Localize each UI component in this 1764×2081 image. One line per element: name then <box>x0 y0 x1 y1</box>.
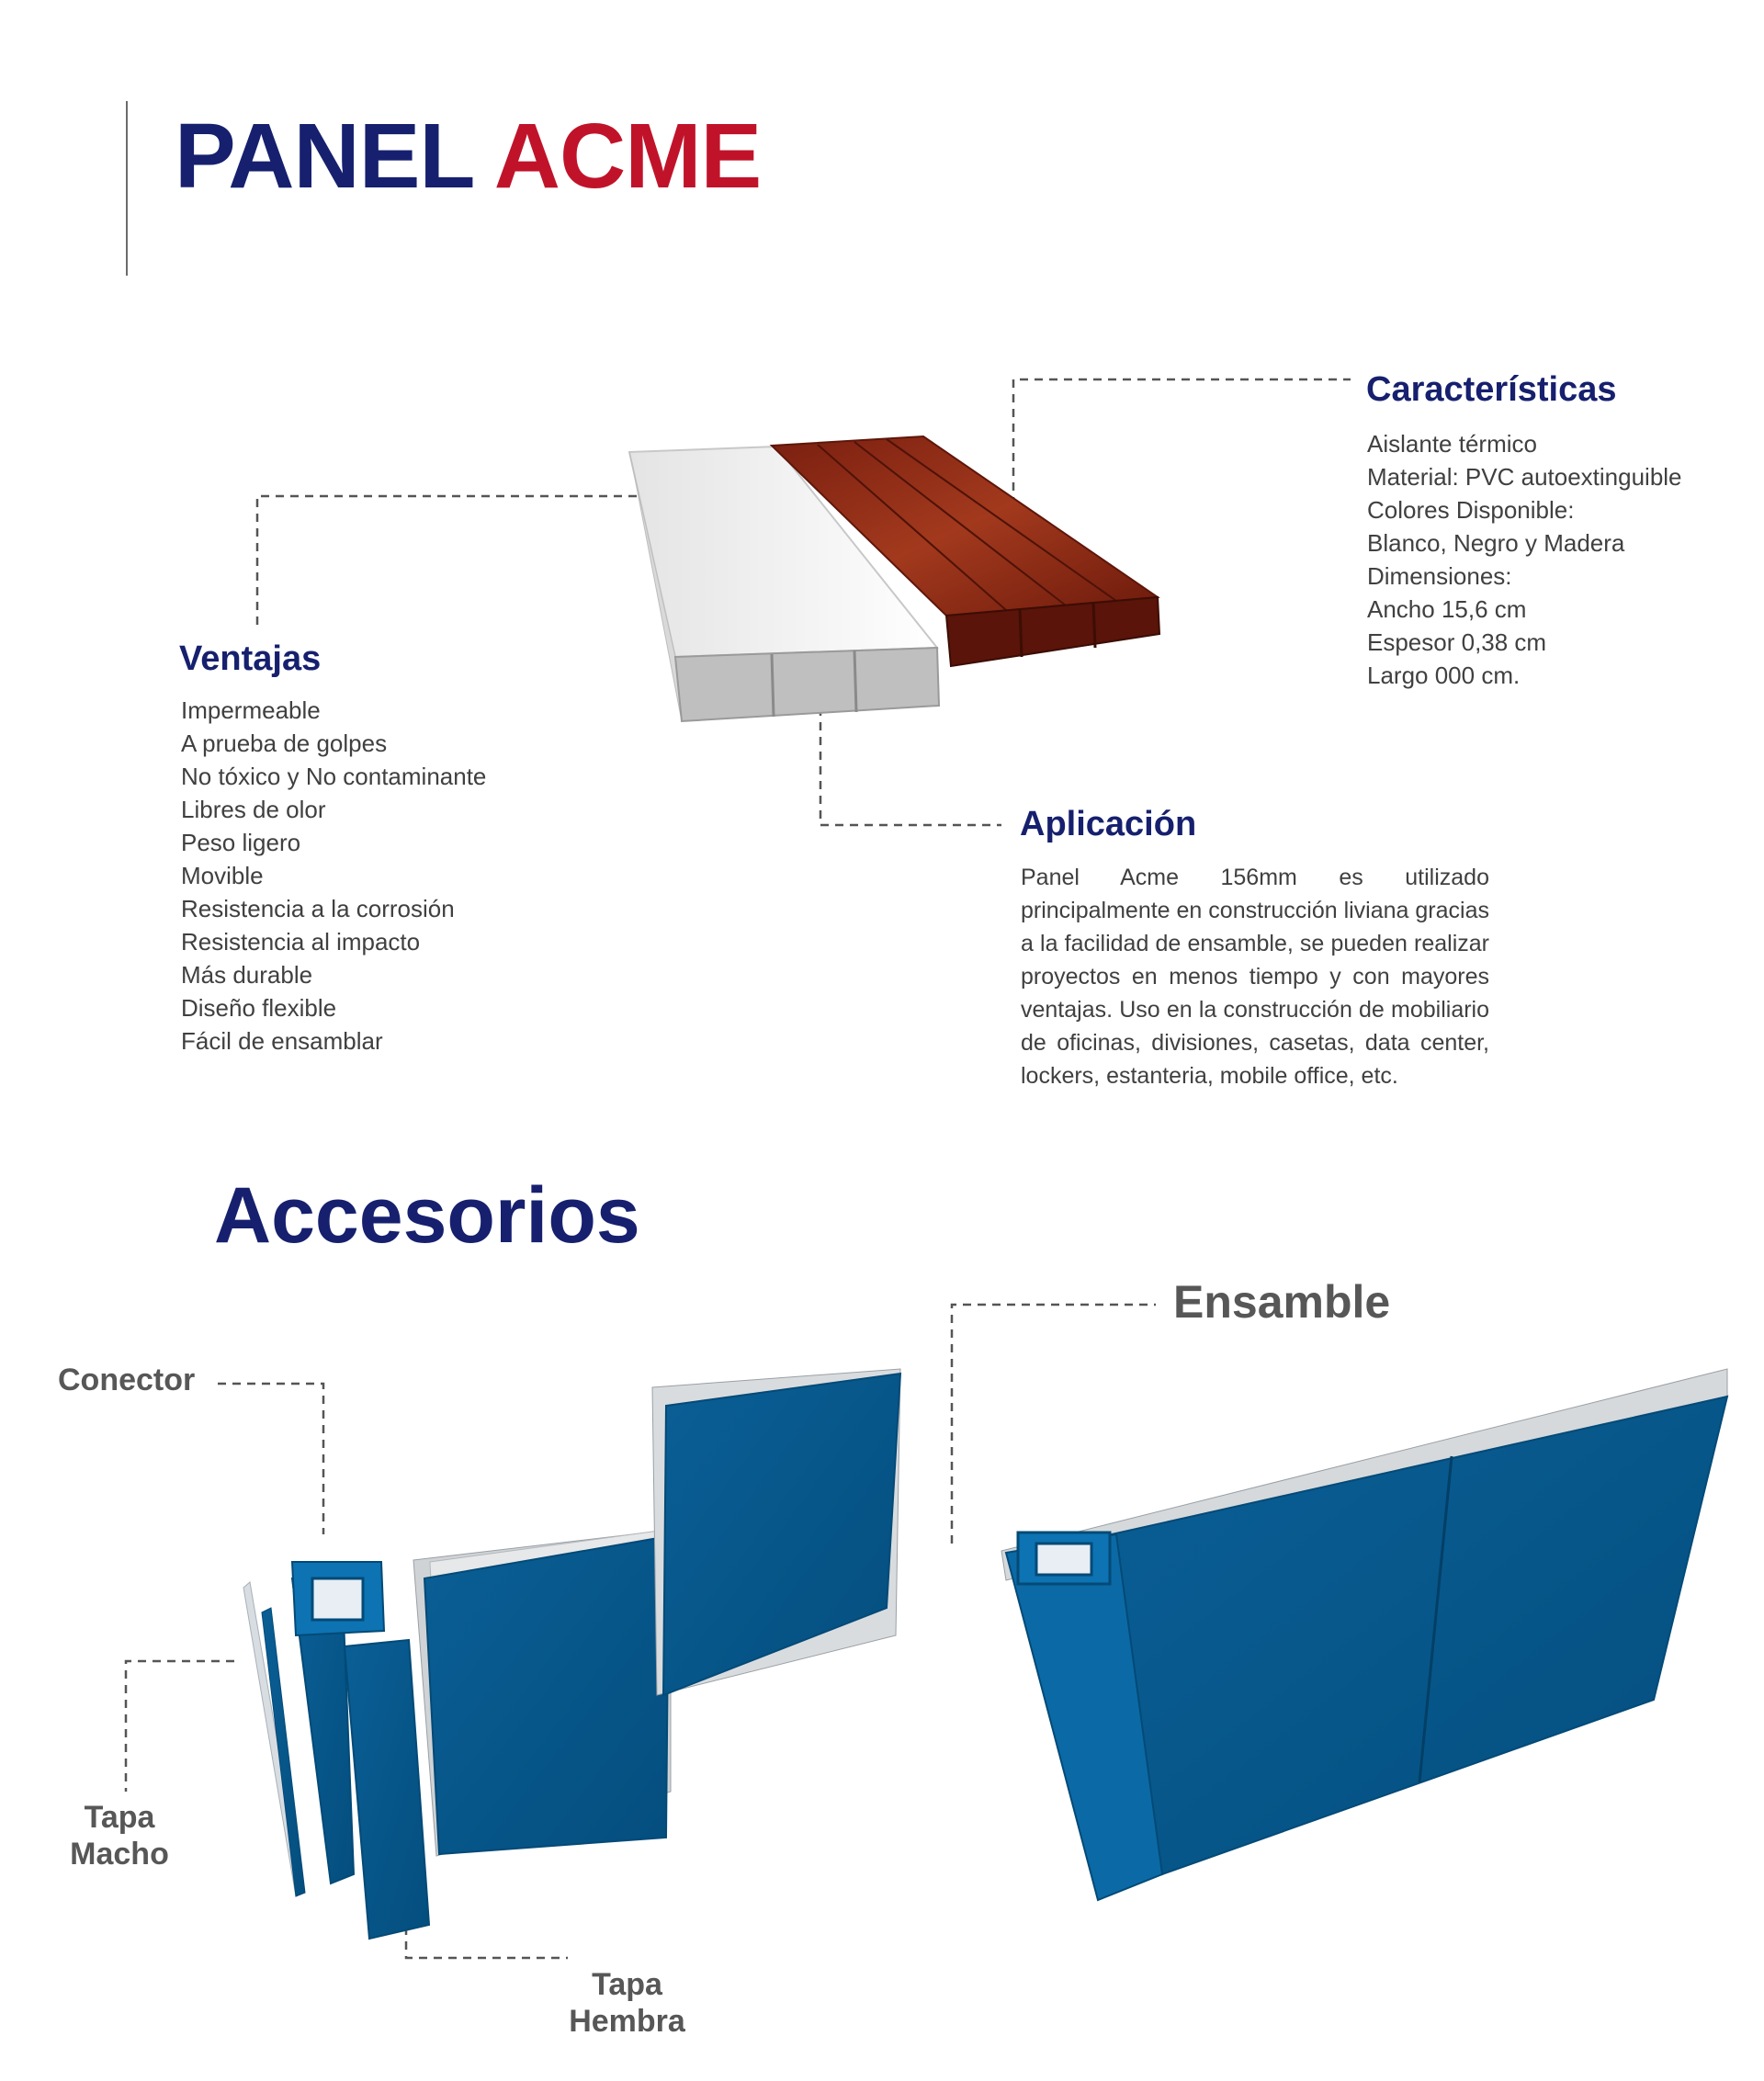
caracteristicas-heading: Características <box>1366 370 1617 409</box>
list-item: Libres de olor <box>181 796 326 823</box>
list-item: Resistencia al impacto <box>181 928 421 956</box>
list-item: Espesor 0,38 cm <box>1367 628 1547 656</box>
list-item: No tóxico y No contaminante <box>181 763 487 790</box>
list-item: Impermeable <box>181 696 321 724</box>
list-item: A prueba de golpes <box>181 729 388 757</box>
page-title-part2: ACME <box>493 105 762 208</box>
caracteristicas-list: Aislante térmico Material: PVC autoextin… <box>1367 427 1682 692</box>
header-divider <box>126 101 128 276</box>
leader-ensamble <box>950 1303 1156 1544</box>
leader-aplicacion <box>819 707 1001 827</box>
tapa-hembra-line1: Tapa <box>592 1967 662 2002</box>
conector-label: Conector <box>58 1363 196 1397</box>
aplicacion-heading: Aplicación <box>1020 805 1197 843</box>
ensamble-label: Ensamble <box>1173 1276 1391 1328</box>
ensamble-assembled-image <box>1001 1368 1729 1902</box>
accessories-exploded-image <box>243 1368 902 1940</box>
leader-conector <box>218 1382 325 1534</box>
list-item: Diseño flexible <box>181 994 337 1022</box>
page-title: PANEL ACME <box>175 110 762 202</box>
tapa-macho-line2: Macho <box>70 1837 169 1872</box>
list-item: Peso ligero <box>181 829 301 856</box>
list-item: Resistencia a la corrosión <box>181 895 455 922</box>
page-title-part1: PANEL <box>175 105 474 208</box>
accesorios-heading: Accesorios <box>214 1171 640 1260</box>
list-item: Largo 000 cm. <box>1367 662 1521 689</box>
list-item: Movible <box>181 862 264 889</box>
ventajas-heading: Ventajas <box>179 639 322 678</box>
list-item: Colores Disponible: <box>1367 496 1575 524</box>
leader-caracteristicas <box>1012 378 1351 505</box>
white-panel-image <box>628 445 941 723</box>
list-item: Aislante térmico <box>1367 430 1537 458</box>
list-item: Material: PVC autoextinguible <box>1367 463 1682 491</box>
leader-ventajas <box>255 494 643 625</box>
tapa-hembra-label: Tapa Hembra <box>560 1966 694 2040</box>
leader-tapa-hembra <box>404 1897 568 1960</box>
tapa-macho-line1: Tapa <box>84 1800 155 1835</box>
list-item: Fácil de ensamblar <box>181 1027 383 1055</box>
leader-tapa-macho <box>124 1659 234 1792</box>
list-item: Dimensiones: <box>1367 562 1512 590</box>
tapa-macho-label: Tapa Macho <box>64 1799 175 1872</box>
list-item: Blanco, Negro y Madera <box>1367 529 1625 557</box>
list-item: Más durable <box>181 961 313 989</box>
aplicacion-text: Panel Acme 156mm es utilizado principalm… <box>1021 865 1489 1089</box>
list-item: Ancho 15,6 cm <box>1367 595 1527 623</box>
wood-panel-image <box>769 435 1161 668</box>
tapa-hembra-line2: Hembra <box>569 2004 685 2039</box>
ventajas-list: Impermeable A prueba de golpes No tóxico… <box>181 694 486 1057</box>
